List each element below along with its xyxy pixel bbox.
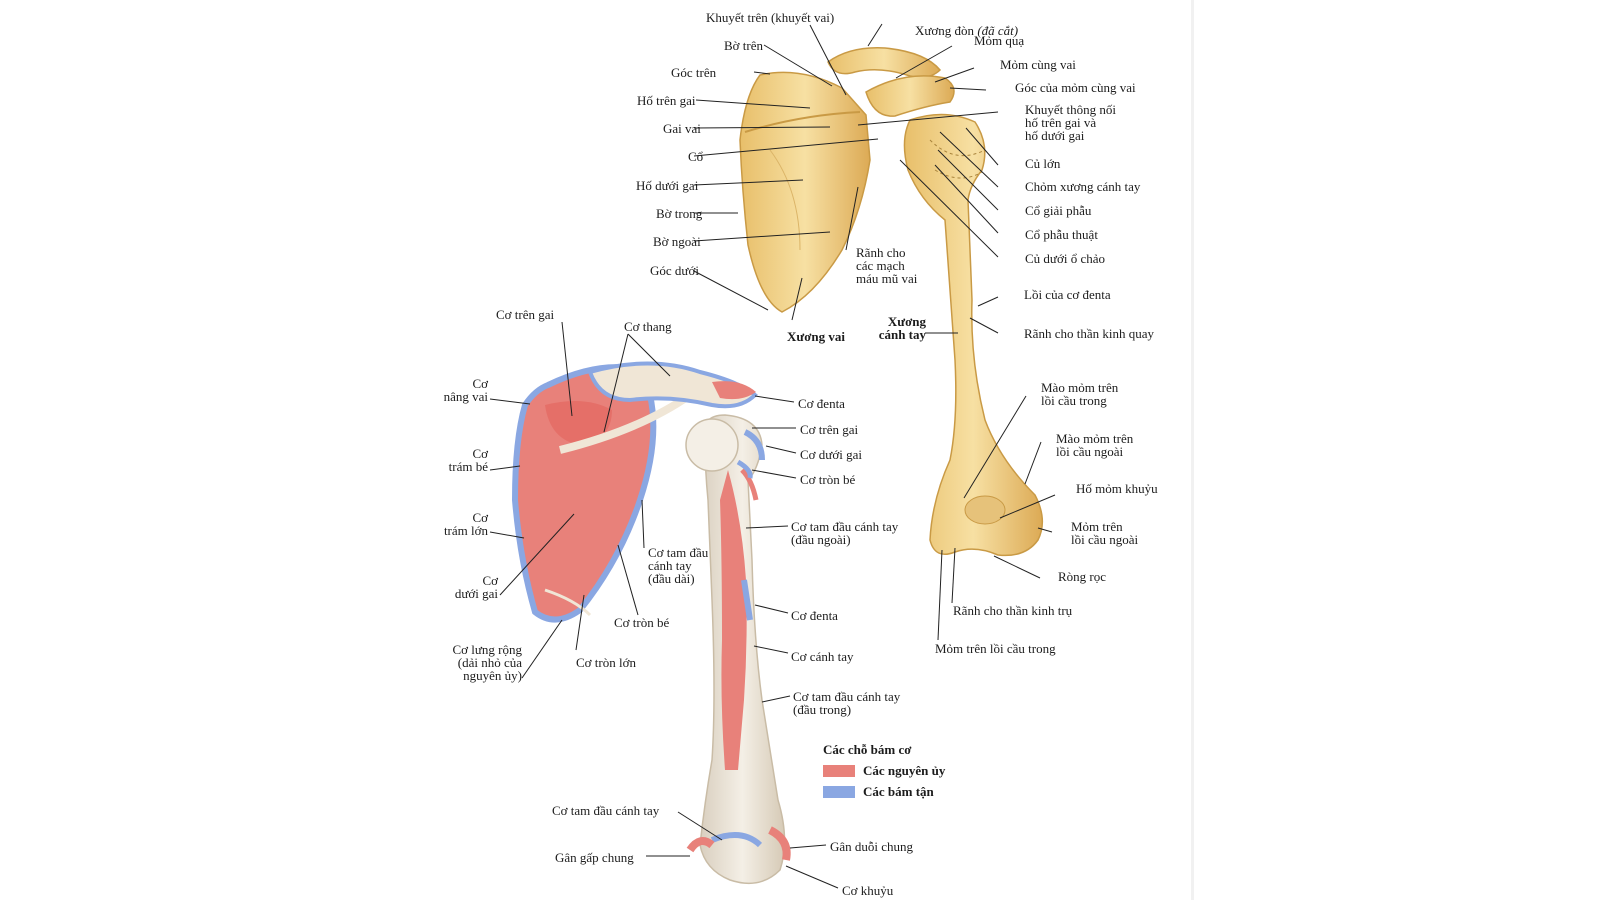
label-triceps-lateral-head: Cơ tam đầu cánh tay (đầu ngoài): [791, 519, 899, 547]
label-deltoid-tuberosity: Lồi của cơ đenta: [1024, 287, 1111, 302]
label-scapula: Xương vai: [787, 329, 845, 344]
label-brachialis: Cơ cánh tay: [791, 649, 854, 664]
legend-label-insertion: Các bám tận: [863, 784, 934, 799]
label-deltoid-mid: Cơ đenta: [791, 608, 838, 623]
label-lateral-border: Bờ ngoài: [653, 234, 701, 249]
label-coracoid: Mỏm quạ: [974, 33, 1025, 48]
legend-row-origin: Các nguyên ủy: [823, 763, 945, 779]
label-anconeus: Cơ khuỷu: [842, 883, 894, 898]
label-supraspinous-notch: Khuyết trên (khuyết vai): [706, 10, 835, 25]
leader-lines: [489, 23, 1056, 889]
label-levator-scapulae: Cơ nâng vai: [443, 376, 488, 404]
posterior-acromion: [865, 75, 955, 117]
label-medial-border: Bờ trong: [656, 206, 703, 221]
label-greater-tubercle: Củ lớn: [1025, 156, 1061, 171]
legend-swatch-origin: [823, 765, 855, 777]
label-acromion: Mỏm cùng vai: [1000, 57, 1076, 72]
legend-row-insertion: Các bám tận: [823, 784, 945, 800]
label-infraspinatus-right: Cơ dưới gai: [800, 447, 862, 462]
legend-title: Các chỗ bám cơ: [823, 742, 912, 757]
label-deltoid-top: Cơ đenta: [798, 396, 845, 411]
label-acromial-angle: Góc của mỏm cùng vai: [1015, 80, 1136, 95]
label-trapezius: Cơ thang: [624, 319, 672, 334]
label-surgical-neck: Cổ phẫu thuật: [1025, 227, 1098, 242]
label-infraglenoid-tubercle: Củ dưới ổ chảo: [1025, 251, 1105, 266]
label-supraspinatus-top: Cơ trên gai: [496, 307, 555, 322]
label-clavicle-note: (đã cắt): [977, 23, 1019, 38]
label-teres-minor-left: Cơ tròn bé: [614, 615, 670, 630]
legend-label-origin: Các nguyên ủy: [863, 763, 946, 778]
page-edge-divider: [1191, 0, 1194, 900]
label-clavicle-name: Xương đòn: [915, 23, 978, 38]
label-spinoglenoid-notch: Khuyết thông nối hố trên gai và hố dưới …: [1025, 102, 1116, 143]
label-neck: Cổ: [688, 149, 704, 164]
label-lateral-supracondylar-ridge: Mào mỏm trên lồi cầu ngoài: [1056, 431, 1134, 459]
label-supraspinatus-right: Cơ trên gai: [800, 422, 859, 437]
label-teres-minor-right: Cơ tròn bé: [800, 472, 856, 487]
label-anatomical-neck: Cổ giải phẫu: [1025, 203, 1092, 218]
legend: Các chỗ bám cơ Các nguyên ủy Các bám tận: [823, 742, 945, 800]
label-triceps-bottom: Cơ tam đầu cánh tay: [552, 803, 660, 818]
label-medial-supracondylar-ridge: Mào mỏm trên lồi cầu trong: [1041, 380, 1119, 408]
label-infraspinatus-left: Cơ dưới gai: [454, 573, 498, 601]
label-triceps-long-head: Cơ tam đầu cánh tay (đầu dài): [648, 545, 709, 586]
label-triceps-medial-head: Cơ tam đầu cánh tay (đầu trong): [793, 689, 901, 717]
posterior-humerus: [903, 113, 1044, 557]
label-teres-major: Cơ tròn lớn: [576, 655, 636, 670]
label-rhomboid-minor: Cơ trám bé: [448, 446, 488, 474]
label-medial-epicondyle: Mỏm trên lồi cầu trong: [935, 641, 1056, 656]
label-groove-vessels: Rãnh cho các mạch máu mũ vai: [856, 245, 918, 286]
label-supraspinous-fossa: Hố trên gai: [637, 93, 696, 108]
label-common-extensor: Gân duỗi chung: [830, 839, 914, 854]
label-humeral-head: Chỏm xương cánh tay: [1025, 179, 1141, 194]
label-humerus: Xương cánh tay: [878, 314, 926, 342]
label-lateral-epicondyle: Mỏm trên lồi cầu ngoài: [1071, 519, 1139, 547]
label-rhomboid-major: Cơ trám lớn: [443, 510, 488, 538]
label-trochlea: Ròng rọc: [1058, 569, 1107, 584]
legend-swatch-insertion: [823, 786, 855, 798]
label-superior-border: Bờ trên: [724, 38, 764, 53]
muscle-humerus: [685, 414, 791, 885]
label-latissimus-dorsi: Cơ lưng rộng (dải nhỏ của nguyên ủy): [452, 642, 522, 683]
label-ulnar-groove: Rãnh cho thần kinh trụ: [953, 603, 1073, 618]
posterior-scapula: [739, 71, 871, 313]
label-clavicle: Xương đòn (đã cắt): [902, 11, 1018, 50]
label-common-flexor: Gân gấp chung: [555, 850, 634, 865]
label-olecranon-fossa: Hố mỏm khuỷu: [1076, 481, 1158, 496]
label-superior-angle: Góc trên: [671, 65, 717, 80]
label-spine: Gai vai: [663, 121, 701, 136]
muscle-acromion: [587, 361, 758, 409]
label-inferior-angle: Góc dưới: [650, 263, 699, 278]
label-radial-groove: Rãnh cho thần kinh quay: [1024, 326, 1154, 341]
label-infraspinous-fossa: Hố dưới gai: [636, 178, 699, 193]
